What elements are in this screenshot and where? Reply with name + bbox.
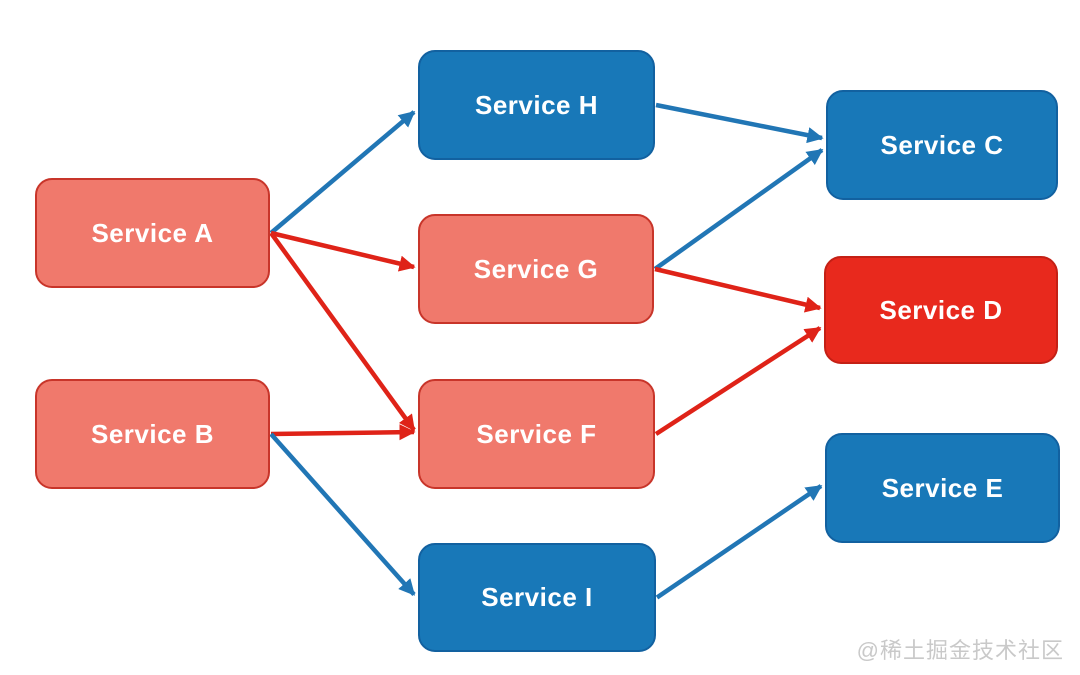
edge-service-g-to-service-d [654,266,822,313]
edge-group [269,102,824,600]
edge-service-a-to-service-f [269,231,416,432]
node-service-i: Service I [418,543,656,652]
watermark: @稀土掘金技术社区 [856,638,1064,663]
edge-service-f-to-service-d [654,326,822,436]
node-service-g: Service G [418,214,654,324]
edge-service-h-to-service-c [655,102,824,144]
node-service-h: Service H [418,50,655,160]
node-label: Service A [91,217,214,248]
node-service-c: Service C [826,90,1058,200]
node-label: Service H [474,89,599,120]
node-service-e: Service E [825,433,1060,543]
node-service-f: Service F [418,379,655,489]
node-label: Service E [881,472,1004,503]
edge-service-g-to-service-c [653,148,824,271]
edge-service-i-to-service-e [655,484,823,600]
node-label: Service G [473,253,599,284]
node-label: Service D [879,294,1003,325]
node-label: Service I [481,582,593,612]
node-service-b: Service B [35,379,270,489]
edge-service-a-to-service-h [269,110,416,235]
edge-service-b-to-service-f [270,424,416,441]
edge-service-b-to-service-i [269,432,416,596]
node-service-d: Service D [824,256,1058,364]
edge-service-a-to-service-g [270,230,416,272]
node-label: Service F [476,418,597,449]
node-service-a: Service A [35,178,270,288]
node-label: Service B [90,418,215,449]
node-label: Service C [880,129,1004,160]
